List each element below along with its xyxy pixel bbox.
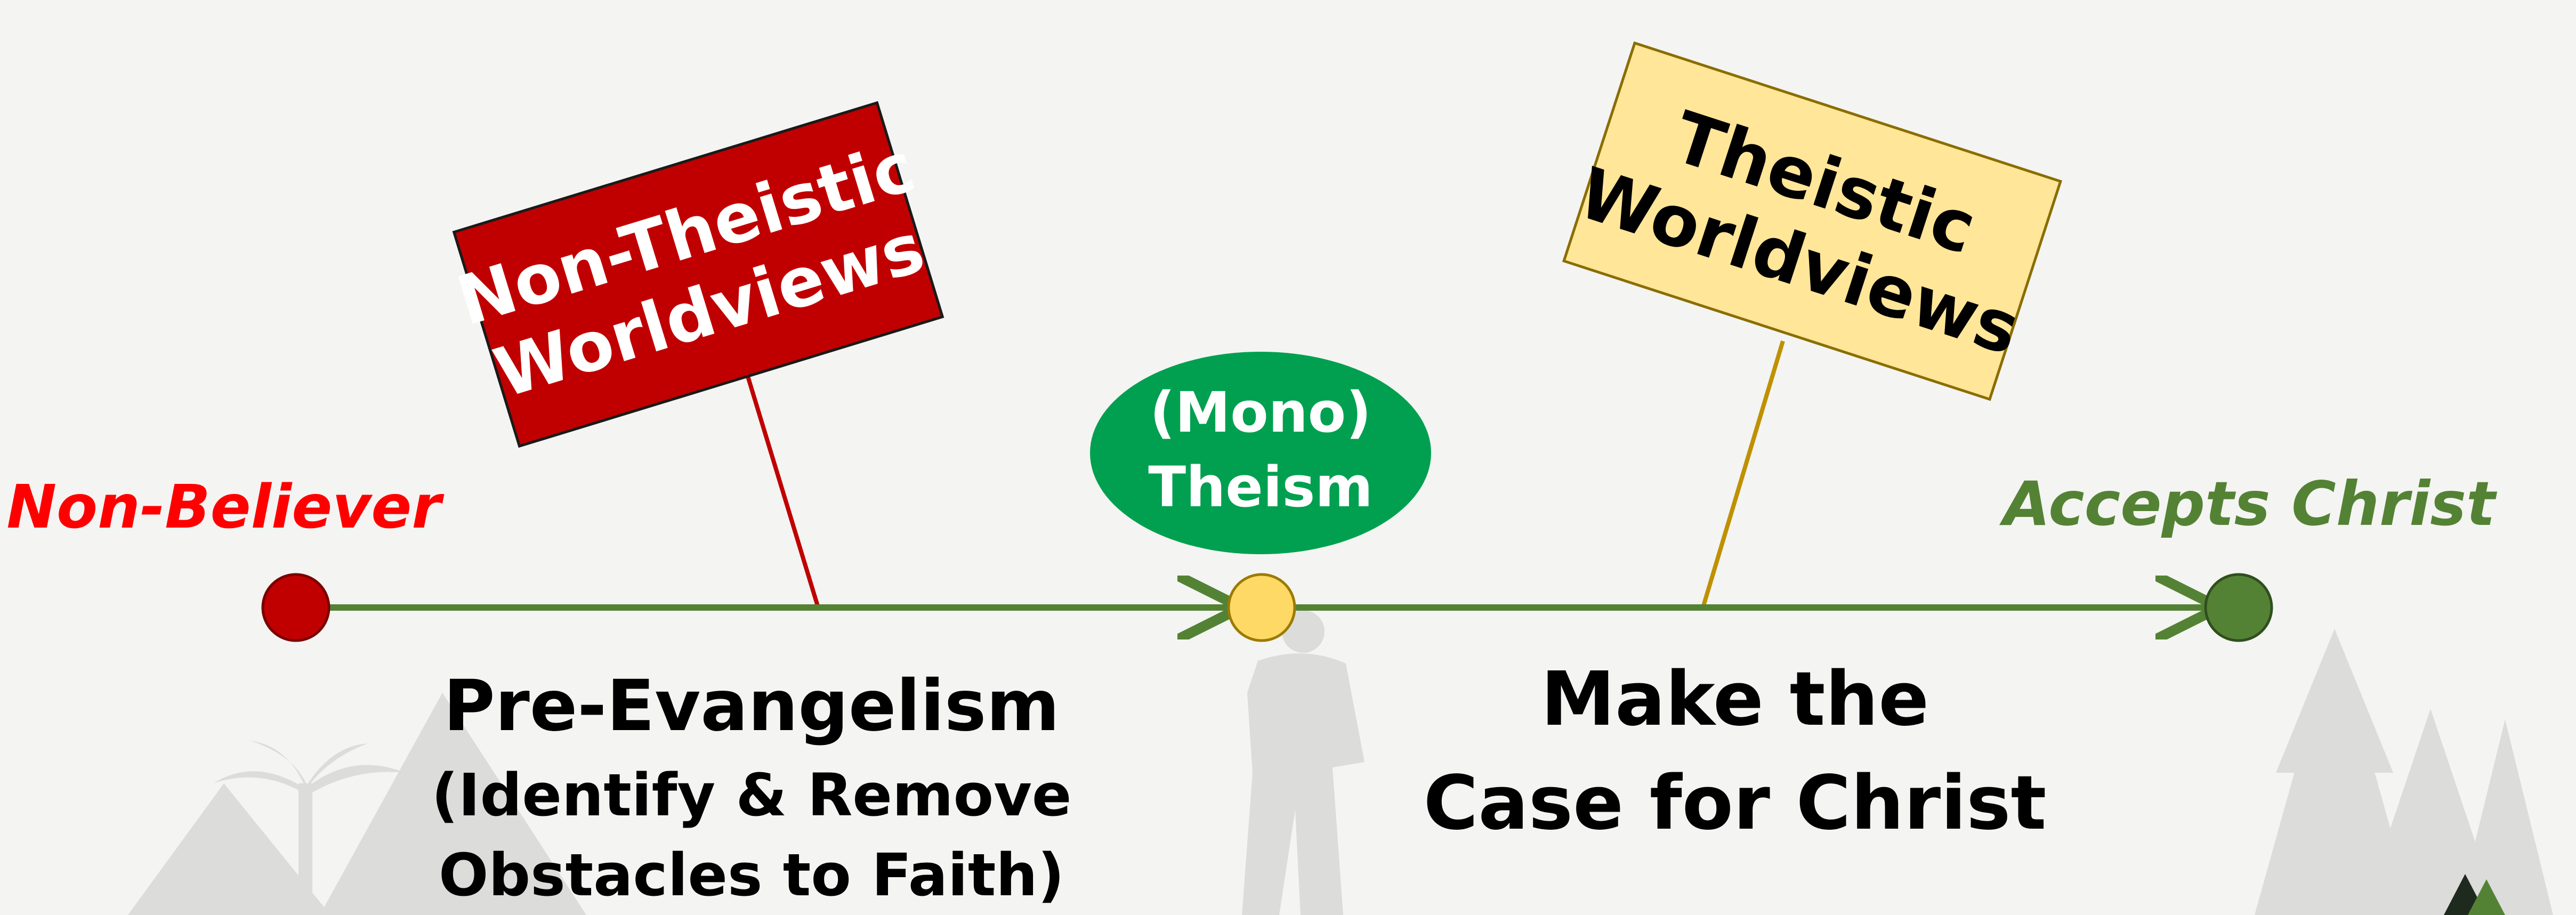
start-node [261, 573, 330, 642]
left-sign-post [741, 361, 820, 609]
pyramid-icon [128, 783, 330, 915]
palm-tree-icon [213, 741, 405, 915]
logo-mark-icon [2444, 874, 2505, 915]
end-label: Accepts Christ [1999, 468, 2497, 539]
theistic-sign: Theistic Worldviews [1562, 41, 2063, 401]
pyramid-icon [320, 693, 586, 915]
pre-evangelism-subtitle-line2: Obstacles to Faith) [439, 841, 1064, 909]
pre-evangelism-subtitle-line1: (Identify & Remove [431, 761, 1071, 829]
right-sign-post [1701, 340, 1785, 609]
start-label: Non-Believer [6, 473, 445, 542]
monotheism-label-line1: (Mono) [1150, 380, 1371, 445]
non-theistic-sign: Non-Theistic Worldviews [448, 101, 944, 448]
monotheism-oval: (Mono) Theism [1090, 352, 1431, 554]
background-decorations [128, 610, 2553, 915]
case-for-christ-line1: Make the [1541, 656, 1929, 743]
monotheism-label-line2: Theism [1148, 455, 1372, 520]
pine-tree-icon [2255, 629, 2553, 915]
hiker-silhouette-icon [1242, 610, 1364, 915]
end-node [2204, 573, 2273, 642]
pre-evangelism-title: Pre-Evangelism [443, 665, 1060, 747]
middle-node [1227, 573, 1296, 642]
case-for-christ-line2: Case for Christ [1424, 760, 2047, 847]
